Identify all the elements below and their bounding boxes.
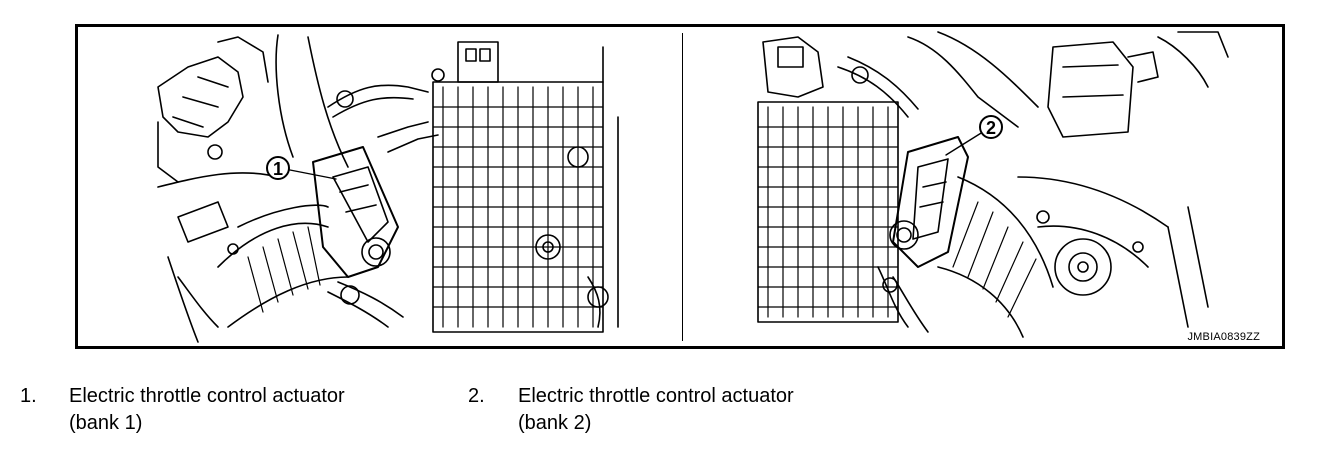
engine-line-drawing: 1 2 xyxy=(157,31,1229,343)
callout-2-label: 2 xyxy=(986,118,996,138)
legend-number: 2. xyxy=(468,385,485,407)
legend-line-1: Electric throttle control actuator xyxy=(69,385,345,407)
legend-text: Electric throttle control actuator (bank… xyxy=(69,383,345,437)
legend-number: 1. xyxy=(20,385,37,407)
engine-diagram-figure: 1 2 JMBIA0839ZZ xyxy=(75,24,1285,349)
panel-divider xyxy=(682,33,683,341)
figure-code: JMBIA0839ZZ xyxy=(1187,331,1260,343)
callout-1-label: 1 xyxy=(273,159,283,179)
legend-line-2: (bank 2) xyxy=(518,412,592,434)
callout-2: 2 xyxy=(979,115,1003,139)
legend-line-2: (bank 1) xyxy=(69,412,143,434)
left-engine-view xyxy=(157,34,619,343)
legend-text: Electric throttle control actuator (bank… xyxy=(518,383,794,437)
right-engine-view xyxy=(757,31,1229,338)
callout-1: 1 xyxy=(266,156,290,180)
legend-line-1: Electric throttle control actuator xyxy=(518,385,794,407)
